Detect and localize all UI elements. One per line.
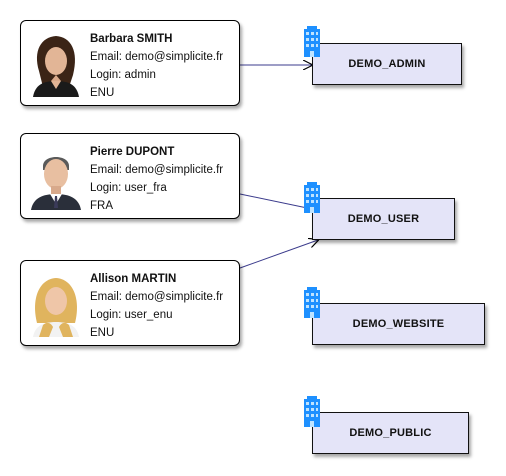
user-name: Pierre DUPONT [90,146,175,158]
building-icon [304,182,320,213]
user-name: Barbara SMITH [90,33,173,45]
user-language: FRA [90,200,113,212]
user-login: Login: admin [90,69,156,81]
user-language: ENU [90,327,115,339]
user-email: Email: demo@simplicite.fr [90,51,224,63]
user-name: Allison MARTIN [90,273,177,285]
group-demo-public[interactable]: DEMO_PUBLIC [312,412,469,454]
user-card-pierre-dupont[interactable]: Pierre DUPONT Email: demo@simplicite.fr … [20,133,240,219]
user-login: Login: user_fra [90,182,167,194]
user-login: Login: user_enu [90,309,173,321]
group-demo-website[interactable]: DEMO_WEBSITE [312,303,485,345]
user-email: Email: demo@simplicite.fr [90,164,224,176]
user-language: ENU [90,87,115,99]
group-demo-user[interactable]: DEMO_USER [312,198,455,240]
link-user-enu [239,240,318,269]
user-card-allison-martin[interactable]: Allison MARTIN Email: demo@simplicite.fr… [20,260,240,346]
avatar [29,31,83,97]
group-demo-admin[interactable]: DEMO_ADMIN [312,43,462,85]
avatar [29,144,83,210]
user-card-barbara-smith[interactable]: Barbara SMITH Email: demo@simplicite.fr … [20,20,240,106]
avatar [29,271,83,337]
building-icon [304,396,320,427]
building-icon [304,26,320,57]
building-icon [304,287,320,318]
link-user-fra [239,193,313,210]
user-email: Email: demo@simplicite.fr [90,291,224,303]
